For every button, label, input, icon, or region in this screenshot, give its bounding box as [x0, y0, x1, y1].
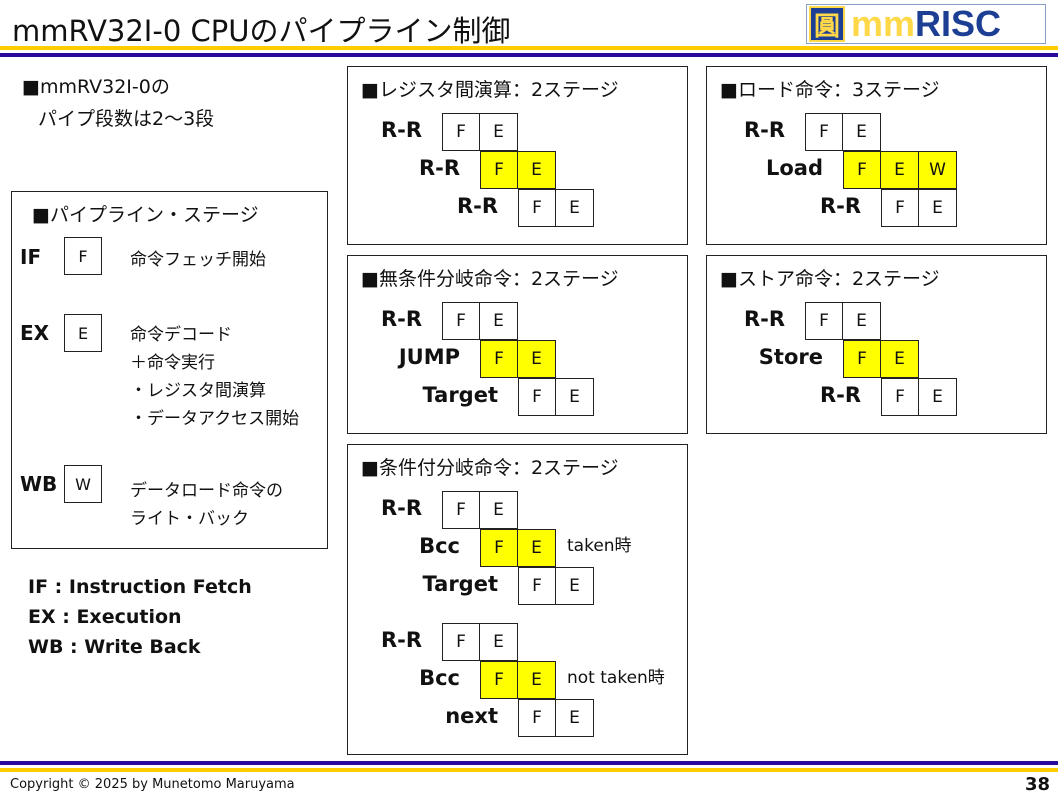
stage-cell: W [919, 151, 957, 189]
stage-cell: F [442, 113, 480, 151]
stage-cell: F [518, 699, 556, 737]
footer-gold-rule [0, 768, 1058, 772]
row-label: R-R [819, 194, 861, 218]
row-note: taken時 [567, 536, 632, 556]
stage-ex-label: EX [20, 321, 50, 345]
stage-cell: E [480, 113, 518, 151]
row-label: Load [765, 156, 823, 180]
stage-if-box: F [64, 237, 102, 275]
stage-cell: E [843, 302, 881, 340]
row-label: R-R [743, 118, 785, 142]
row-label: R-R [819, 383, 861, 407]
stage-cell: E [556, 567, 594, 605]
header-gold-rule [0, 46, 1058, 50]
stage-ex-box: E [64, 314, 102, 352]
panel-title: ■レジスタ間演算：2ステージ [361, 79, 619, 101]
stage-cell: E [480, 302, 518, 340]
row-label: next [445, 704, 498, 728]
stage-cell: E [556, 699, 594, 737]
row-label: Bcc [419, 666, 460, 690]
stage-cell: F [805, 302, 843, 340]
legend-ex: EX : Execution [28, 606, 182, 628]
panel-title: ■ストア命令：2ステージ [720, 268, 940, 290]
stage-cell: E [518, 151, 556, 189]
row-label: Target [422, 572, 498, 596]
row-label: Bcc [419, 534, 460, 558]
stage-cell: F [518, 567, 556, 605]
stage-cell: E [556, 378, 594, 416]
stage-ex-desc: 命令デコード [130, 325, 232, 345]
footer-purple-rule [0, 761, 1058, 765]
stage-cell: E [881, 340, 919, 378]
intro-line2: パイプ段数は2〜3段 [38, 108, 215, 130]
row-note: not taken時 [567, 668, 665, 688]
logo-mark: 圓 [809, 6, 845, 42]
stage-wb-box: W [64, 465, 102, 503]
stage-if-label: IF [20, 245, 42, 269]
stage-ex-desc: ・データアクセス開始 [130, 409, 300, 429]
stage-cell: E [881, 151, 919, 189]
stage-cell: F [881, 189, 919, 227]
row-label: R-R [380, 628, 422, 652]
stage-cell: E [480, 623, 518, 661]
stage-cell: F [442, 491, 480, 529]
stage-cell: E [919, 189, 957, 227]
row-label: R-R [380, 496, 422, 520]
stage-if-desc: 命令フェッチ開始 [130, 250, 266, 270]
panel-title: ■ロード命令：3ステージ [720, 79, 940, 101]
stage-cell: F [518, 189, 556, 227]
stage-cell: F [881, 378, 919, 416]
stage-cell: F [442, 623, 480, 661]
stage-cell: E [919, 378, 957, 416]
row-label: JUMP [398, 345, 460, 369]
page-title: mmRV32I-0 CPUのパイプライン制御 [12, 14, 511, 48]
stage-cell: E [556, 189, 594, 227]
stage-cell: E [518, 529, 556, 567]
row-label: R-R [380, 118, 422, 142]
page-number: 38 [1024, 774, 1050, 795]
stage-wb-label: WB [20, 472, 58, 496]
header-purple-rule [0, 53, 1058, 57]
stage-cell: F [843, 340, 881, 378]
legend-if: IF : Instruction Fetch [28, 576, 252, 598]
logo-risc: RISC [915, 3, 1002, 44]
stage-cell: F [480, 529, 518, 567]
stage-cell: F [843, 151, 881, 189]
stage-cell: E [843, 113, 881, 151]
stages-title: ■パイプライン・ステージ [32, 204, 259, 226]
row-label: R-R [456, 194, 498, 218]
row-label: Store [758, 345, 823, 369]
legend-wb: WB : Write Back [28, 636, 201, 658]
row-label: R-R [418, 156, 460, 180]
pipeline-stages-box: ■パイプライン・ステージ [11, 191, 328, 549]
stage-ex-desc: ・レジスタ間演算 [130, 381, 266, 401]
row-label: R-R [743, 307, 785, 331]
stage-cell: F [480, 661, 518, 699]
stage-cell: E [518, 661, 556, 699]
stage-cell: F [805, 113, 843, 151]
stage-cell: F [442, 302, 480, 340]
stage-cell: E [518, 340, 556, 378]
panel-title: ■条件付分岐命令：2ステージ [361, 457, 619, 479]
stage-wb-desc: データロード命令の [130, 481, 283, 501]
copyright: Copyright © 2025 by Munetomo Maruyama [10, 777, 295, 792]
row-label: R-R [380, 307, 422, 331]
row-label: Target [422, 383, 498, 407]
stage-cell: F [480, 340, 518, 378]
panel-title: ■無条件分岐命令：2ステージ [361, 268, 619, 290]
stage-ex-desc: ＋命令実行 [130, 353, 215, 373]
stage-cell: F [518, 378, 556, 416]
stage-cell: F [480, 151, 518, 189]
logo-mm: mm [851, 3, 916, 44]
intro-line1: ■mmRV32I-0の [22, 76, 170, 98]
stage-wb-desc: ライト・バック [130, 509, 249, 529]
panel-register-ops: ■レジスタ間演算：2ステージ [347, 66, 688, 245]
stage-cell: E [480, 491, 518, 529]
